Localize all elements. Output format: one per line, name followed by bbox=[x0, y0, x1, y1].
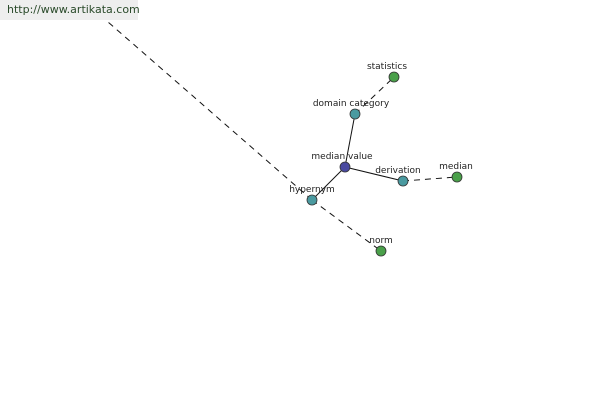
node-label-domain-category[interactable]: domain category bbox=[313, 99, 390, 109]
node-label-norm[interactable]: norm bbox=[369, 236, 393, 246]
edge-hypernym-to-offscreen-top-left bbox=[107, 21, 313, 201]
node-domain-category[interactable] bbox=[349, 108, 361, 120]
node-norm[interactable] bbox=[375, 245, 387, 257]
node-label-median-value[interactable]: median value bbox=[311, 152, 373, 162]
node-label-statistics[interactable]: statistics bbox=[367, 62, 407, 72]
node-label-derivation[interactable]: derivation bbox=[375, 166, 421, 176]
node-derivation[interactable] bbox=[397, 175, 409, 187]
node-median-value[interactable] bbox=[339, 161, 351, 173]
edge-median-value-to-hypernym bbox=[311, 166, 346, 201]
node-label-median[interactable]: median bbox=[439, 162, 473, 172]
edge-median-value-to-derivation bbox=[344, 166, 404, 182]
node-statistics[interactable] bbox=[388, 71, 400, 83]
edge-hypernym-to-norm bbox=[311, 199, 382, 252]
node-hypernym[interactable] bbox=[306, 194, 318, 206]
edge-derivation-to-median bbox=[402, 176, 458, 182]
edge-median-value-to-domain-category bbox=[344, 113, 356, 168]
source-url-banner: http://www.artikata.com bbox=[0, 0, 140, 20]
edge-domain-category-to-statistics bbox=[354, 76, 395, 115]
node-label-hypernym[interactable]: hypernym bbox=[289, 185, 335, 195]
node-median[interactable] bbox=[451, 171, 463, 183]
